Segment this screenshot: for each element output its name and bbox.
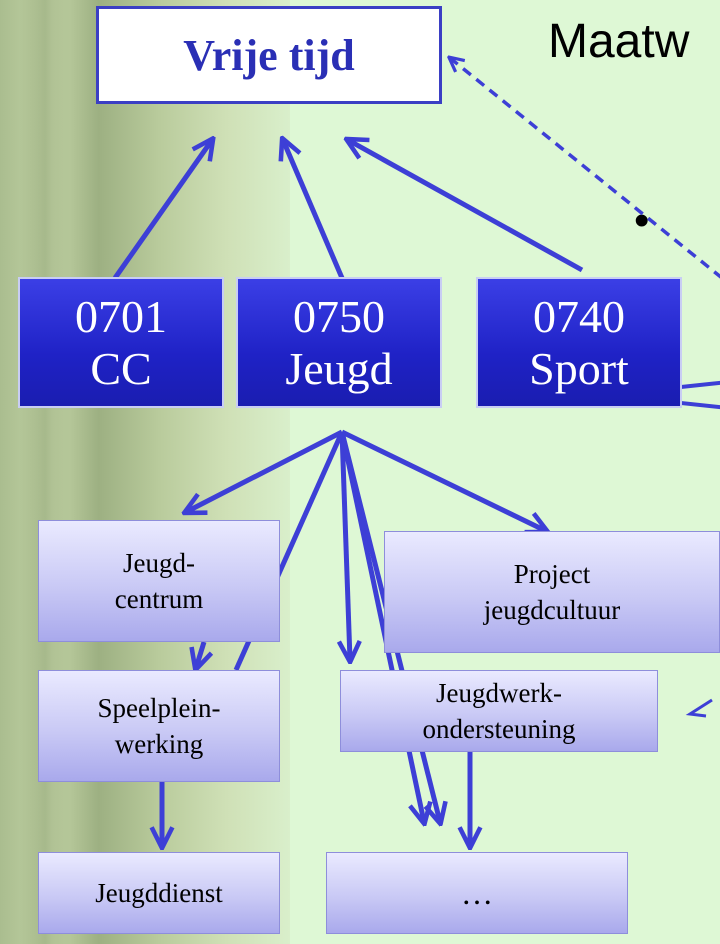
background-stripe <box>20 0 70 944</box>
node-line: Jeugddienst <box>95 878 223 908</box>
node-code: 0740 <box>533 290 625 342</box>
node-name: Sport <box>529 342 629 394</box>
arrow-jeugd-to-jeugdcentrum <box>186 429 344 512</box>
node-jeugdwerkondersteuning: Jeugdwerk- ondersteuning <box>340 670 658 752</box>
node-line: werking <box>114 729 204 759</box>
arrow-sport-to-vrijetijd <box>348 140 584 273</box>
node-line: jeugdcultuur <box>483 595 621 625</box>
node-vrije-tijd-label: Vrije tijd <box>183 30 355 80</box>
node-0750-jeugd: 0750 Jeugd <box>236 277 442 408</box>
background-left-panel <box>0 0 290 944</box>
node-line: Project <box>513 559 591 589</box>
node-name: Jeugd <box>285 342 393 394</box>
node-jeugdcentrum: Jeugd- centrum <box>38 520 280 642</box>
node-line: centrum <box>114 584 204 614</box>
node-jeugddienst: Jeugddienst <box>38 852 280 934</box>
node-0701-cc: 0701 CC <box>18 277 224 408</box>
node-vrije-tijd: Vrije tijd <box>96 6 442 104</box>
node-more: … <box>326 852 628 934</box>
arrow-cc-to-vrijetijd <box>112 140 212 280</box>
node-line: ondersteuning <box>422 714 576 744</box>
node-code: 0750 <box>293 290 385 342</box>
node-code: 0701 <box>75 290 167 342</box>
arrow-jeugdcentrum-to-speelplein <box>196 641 204 668</box>
arrow-jeugd-to-vrijetijd <box>283 140 345 279</box>
node-name: CC <box>90 342 152 394</box>
slide-title: Maatw <box>548 15 690 68</box>
arrow-jeugd-to-more <box>339 431 424 822</box>
arrowhead-to-project <box>685 698 713 718</box>
node-line: Jeugd- <box>123 548 195 578</box>
node-line: Speelplein- <box>97 693 221 723</box>
arrow-jeugd-to-project <box>340 429 546 531</box>
arrow-jeugd-to-jeugdwerk <box>342 431 350 660</box>
dashed-arrow-to-vrijetijd <box>450 58 720 279</box>
node-speelpleinwerking: Speelplein- werking <box>38 670 280 782</box>
node-line: Jeugdwerk- <box>436 678 562 708</box>
ellipsis: … <box>461 875 493 911</box>
node-project-jeugdcultuur: Project jeugdcultuur <box>384 531 720 653</box>
node-0740-sport: 0740 Sport <box>476 277 682 408</box>
